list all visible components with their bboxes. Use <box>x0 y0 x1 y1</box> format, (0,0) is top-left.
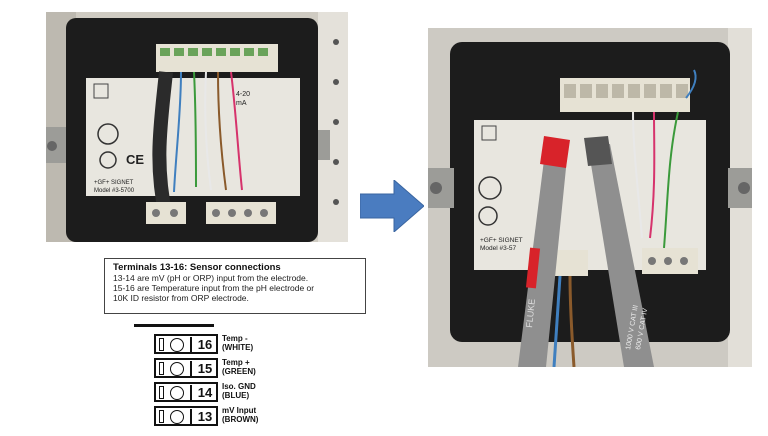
sensor-connections-box: Terminals 13-16: Sensor connections 13-1… <box>104 258 366 314</box>
slot-icon <box>159 410 164 423</box>
left-4-20-label: 4-20 <box>236 91 250 98</box>
right-csa-mark-icon <box>478 206 498 226</box>
terminal-number: 16 <box>190 337 218 353</box>
right-brand-label: +GF+ SIGNET <box>480 237 523 244</box>
terminal-label-line2: (BLUE) <box>222 391 250 400</box>
terminal-label: Temp + (GREEN) <box>222 358 256 376</box>
left-photo: 4-20 mA CE +GF+ SIGNET Model #3-5700 <box>46 12 348 242</box>
terminal-label-line2: (WHITE) <box>222 343 254 352</box>
terminal-label-line1: Iso. GND <box>222 382 256 391</box>
terminal-strip: 16 Temp - (WHITE) 15 Temp + (GREEN) 14 I… <box>134 324 300 434</box>
terminal-row-15: 15 Temp + (GREEN) <box>150 358 300 380</box>
diagram-title: Terminals 13-16: Sensor connections <box>113 262 281 273</box>
right-photo: +GF+ SIGNET Model #3-57 FLUKE 1000 V CAT… <box>428 28 752 367</box>
terminal-label: mV Input (BROWN) <box>222 406 258 424</box>
left-probe: FLUKE <box>518 136 570 367</box>
right-model-label: Model #3-57 <box>480 245 517 252</box>
ul-mark-icon <box>97 123 119 145</box>
right-probe: 1000 V CAT III 600 V CAT IV <box>584 136 654 367</box>
right-photo-scene: +GF+ SIGNET Model #3-57 FLUKE 1000 V CAT… <box>428 28 752 367</box>
terminal-row-16: 16 Temp - (WHITE) <box>150 334 300 356</box>
csa-mark-icon <box>99 151 117 169</box>
terminal-box: 14 <box>154 382 218 402</box>
terminal-label-line1: Temp + <box>222 358 250 367</box>
probe-brand-label: FLUKE <box>524 298 537 328</box>
terminal-box: 13 <box>154 406 218 426</box>
terminal-number: 15 <box>190 361 218 377</box>
slot-icon <box>159 386 164 399</box>
terminal-label-line2: (BROWN) <box>222 415 259 424</box>
terminal-box: 16 <box>154 334 218 354</box>
terminal-strip-bar <box>134 324 214 327</box>
terminal-label-line1: mV Input <box>222 406 257 415</box>
terminal-label: Temp - (WHITE) <box>222 334 253 352</box>
terminal-number: 13 <box>190 409 218 425</box>
terminal-row-14: 14 Iso. GND (BLUE) <box>150 382 300 404</box>
left-model-label: Model #3-5700 <box>94 188 135 194</box>
terminal-label-line1: Temp - <box>222 334 248 343</box>
terminal-label-line2: (GREEN) <box>222 367 256 376</box>
terminal-box: 15 <box>154 358 218 378</box>
screw-icon <box>170 410 184 424</box>
diagram-line: 15-16 are Temperature input from the pH … <box>113 283 315 293</box>
diagram-line: 10K ID resistor from ORP electrode. <box>113 293 249 303</box>
left-brand-label: +GF+ SIGNET <box>94 180 134 186</box>
slot-icon <box>159 362 164 375</box>
screw-icon <box>170 362 184 376</box>
terminal-number: 14 <box>190 385 218 401</box>
terminal-label: Iso. GND (BLUE) <box>222 382 256 400</box>
right-ul-mark-icon <box>478 176 502 200</box>
right-arrow-icon <box>360 180 424 232</box>
left-ma-label: mA <box>236 100 247 107</box>
screw-icon <box>170 386 184 400</box>
slot-icon <box>159 338 164 351</box>
diagram-line: 13-14 are mV (pH or ORP) input from the … <box>113 273 309 283</box>
ce-mark: CE <box>126 152 144 167</box>
screw-icon <box>170 338 184 352</box>
left-photo-scene: 4-20 mA CE +GF+ SIGNET Model #3-5700 <box>46 12 348 242</box>
terminal-row-13: 13 mV Input (BROWN) <box>150 406 300 428</box>
